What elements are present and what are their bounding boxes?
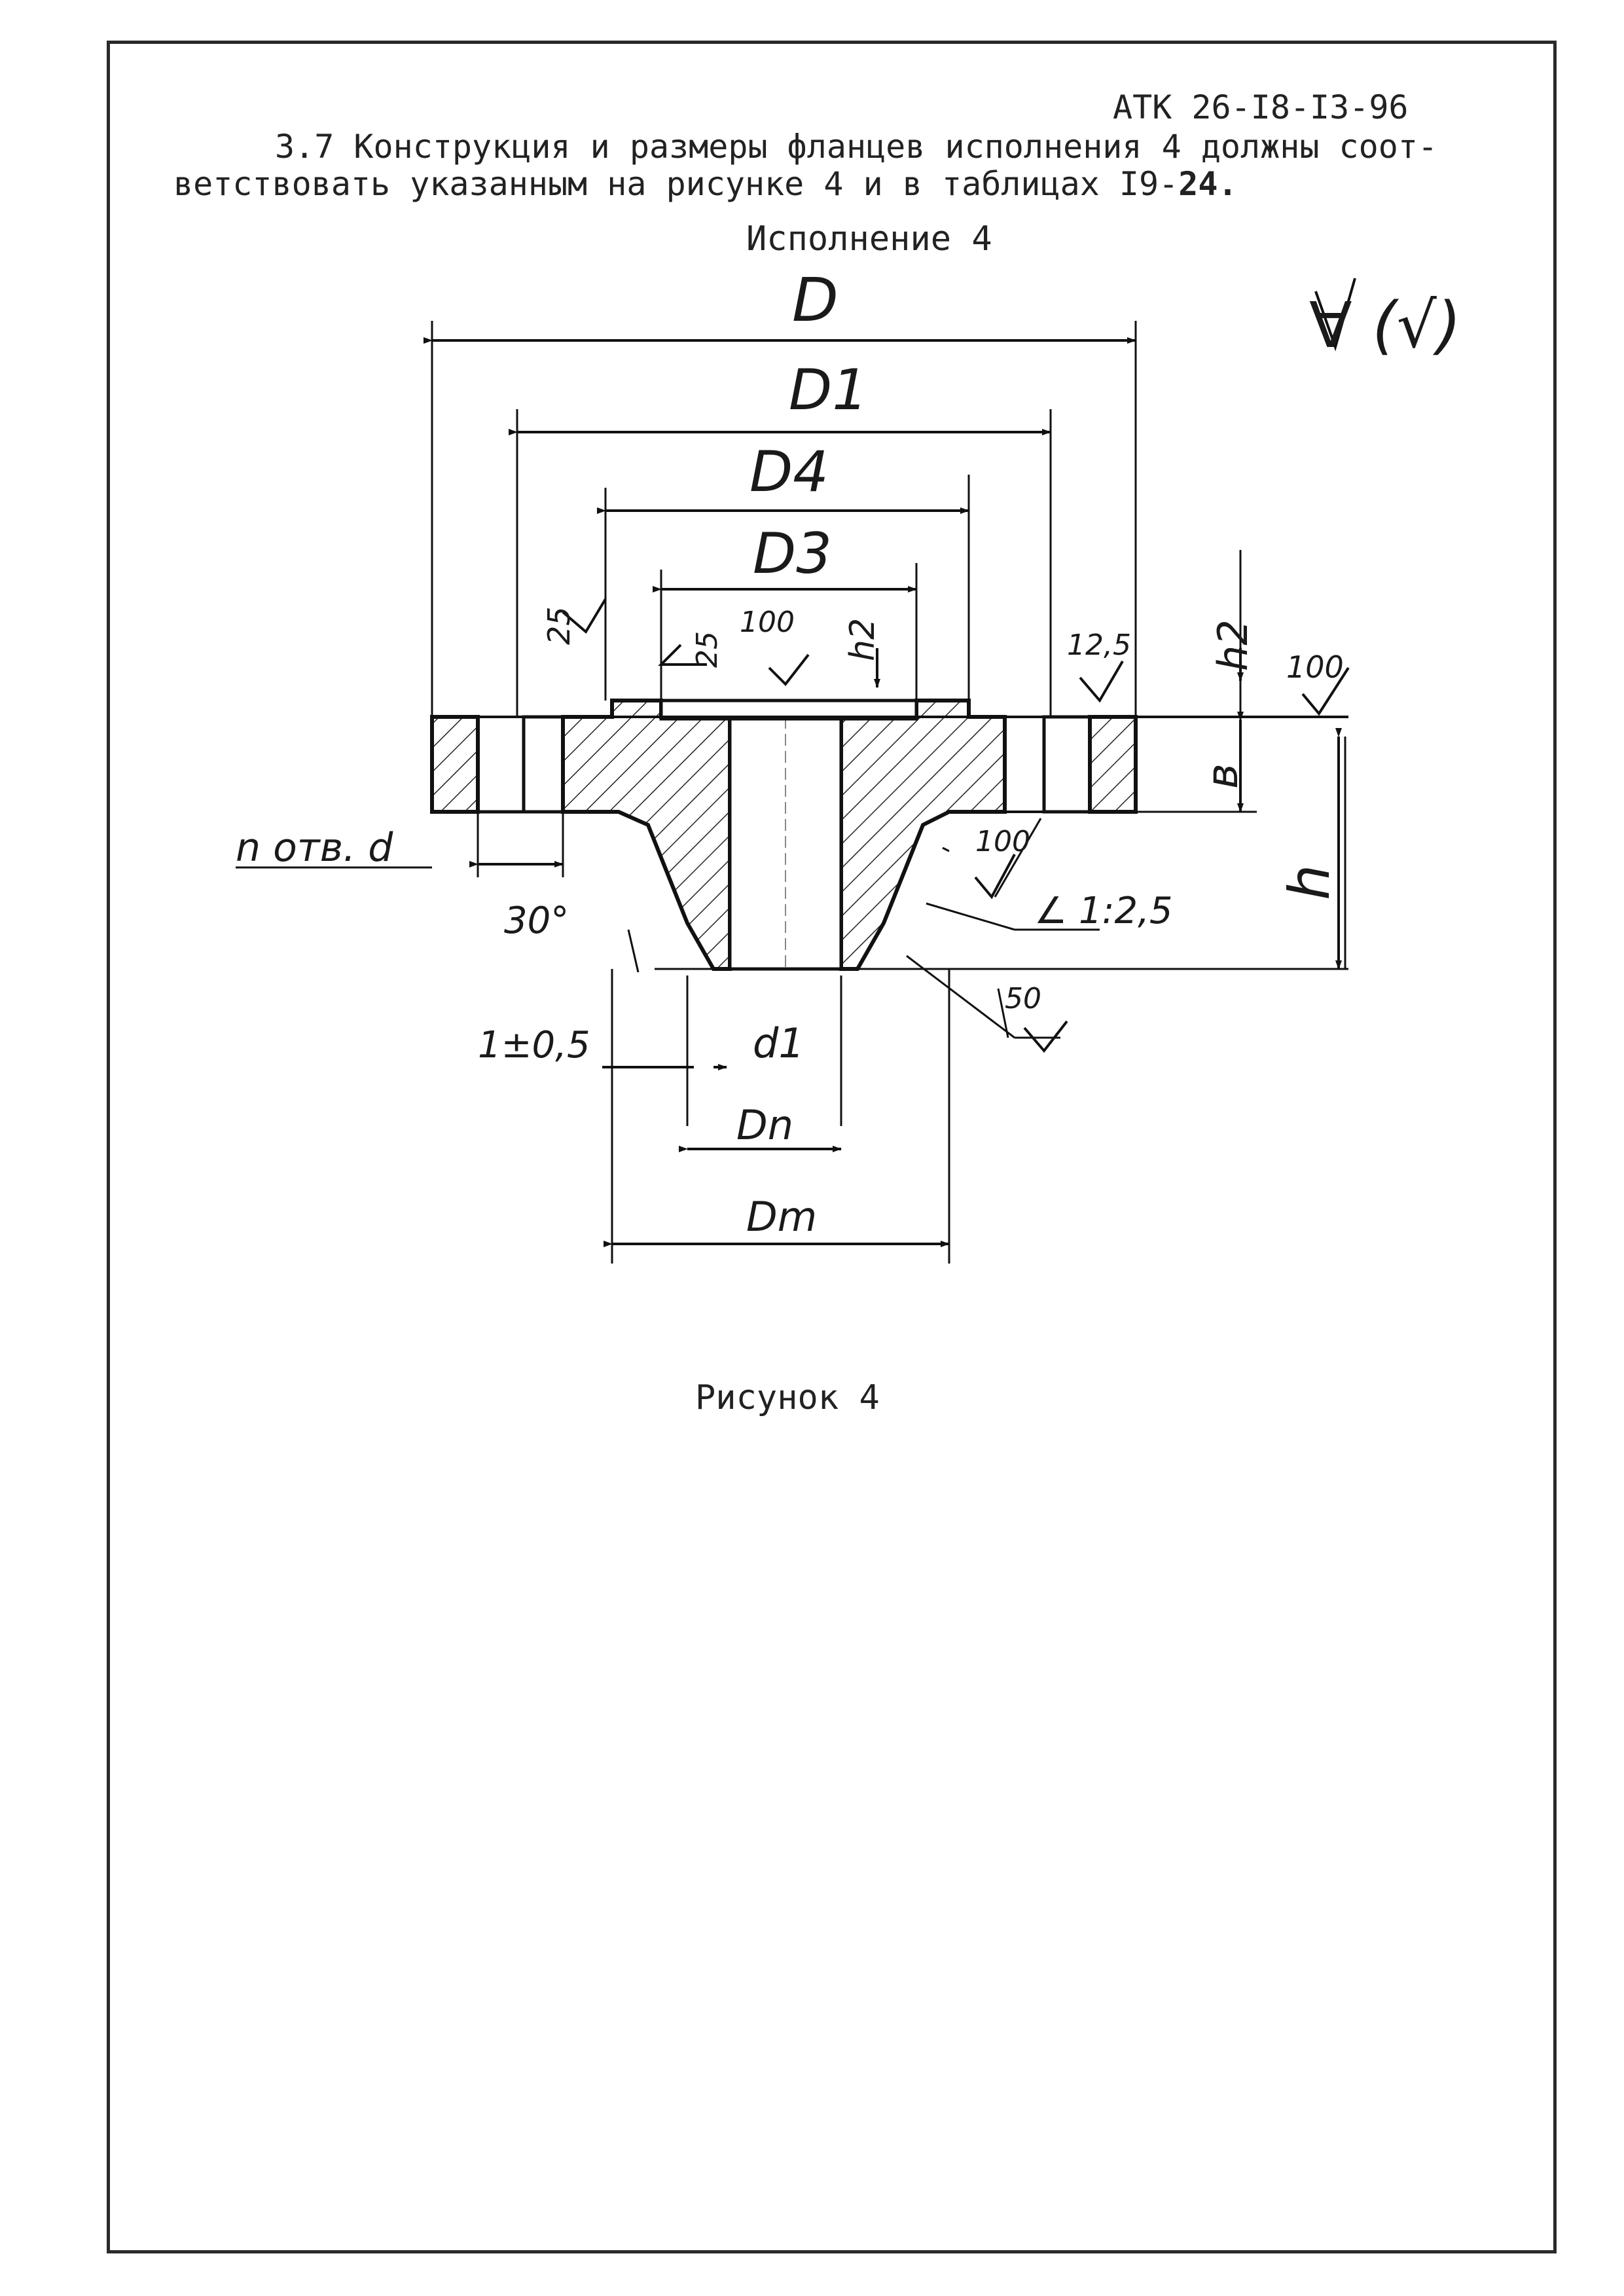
hub-left	[561, 699, 732, 971]
label-D4: D4	[749, 439, 829, 505]
label-h2-right: h2	[1209, 619, 1257, 671]
label-roughness-12-5: 12,5	[1067, 629, 1131, 662]
paragraph-line-2-bold: 24.	[1178, 165, 1238, 203]
dimension-lines	[424, 337, 1342, 1247]
label-Dm: Dm	[746, 1193, 817, 1241]
bolt-hole-right	[1042, 715, 1092, 814]
roughness-general-mark	[1314, 278, 1356, 352]
bolt-hole-left	[522, 715, 565, 814]
label-holes: n отв. d	[236, 825, 393, 871]
roughness-marks	[562, 278, 1356, 1053]
label-tolerance: 1±0,5	[478, 1024, 590, 1066]
label-b: в	[1197, 763, 1248, 789]
label-roughness-25-inner: 25	[691, 631, 724, 668]
label-roughness-general: ∀ (√)	[1309, 289, 1461, 362]
label-roughness-100-neck: 100	[975, 825, 1030, 858]
leader-lines	[236, 818, 1100, 1039]
label-D1: D1	[789, 357, 868, 423]
roughness-mark-50	[1023, 1020, 1068, 1053]
label-h2-inner: h2	[843, 618, 882, 661]
label-roughness-25-left: 25	[541, 606, 577, 645]
roughness-mark-25-inner	[658, 644, 707, 666]
label-h: h	[1277, 864, 1343, 900]
label-taper: ∠ 1:2,5	[1034, 890, 1173, 932]
label-roughness-100-right: 100	[1286, 649, 1344, 685]
document-code: АТК 26-I8-I3-96	[1113, 88, 1409, 126]
roughness-mark-100-neck	[974, 854, 1016, 900]
roughness-mark-12-5	[1079, 660, 1124, 703]
label-d1: d1	[753, 1019, 804, 1067]
plate-left-outer	[430, 715, 480, 814]
label-roughness-50: 50	[1005, 982, 1041, 1015]
label-D3: D3	[753, 521, 832, 587]
roughness-mark-100-right	[1301, 666, 1350, 716]
paragraph-line-1: 3.7 Конструкция и размеры фланцев исполн…	[275, 128, 1438, 166]
variant-title: Исполнение 4	[746, 219, 992, 259]
label-D: D	[792, 265, 839, 335]
paragraph-line-2: ветствовать указанным на рисунке 4 и в т…	[173, 165, 1238, 203]
roughness-mark-25-left	[562, 598, 607, 634]
flange-section	[430, 699, 1348, 971]
label-Dn: Dn	[736, 1101, 793, 1149]
label-angle-30: 30°	[504, 900, 569, 942]
paragraph-line-2-text: ветствовать указанным на рисунке 4 и в т…	[173, 165, 1179, 203]
figure-caption: Рисунок 4	[695, 1378, 880, 1417]
plate-right-outer	[1088, 715, 1138, 814]
label-roughness-100-inner: 100	[740, 606, 795, 639]
roughness-mark-100-inner	[768, 653, 810, 687]
page-frame	[107, 41, 1557, 2253]
